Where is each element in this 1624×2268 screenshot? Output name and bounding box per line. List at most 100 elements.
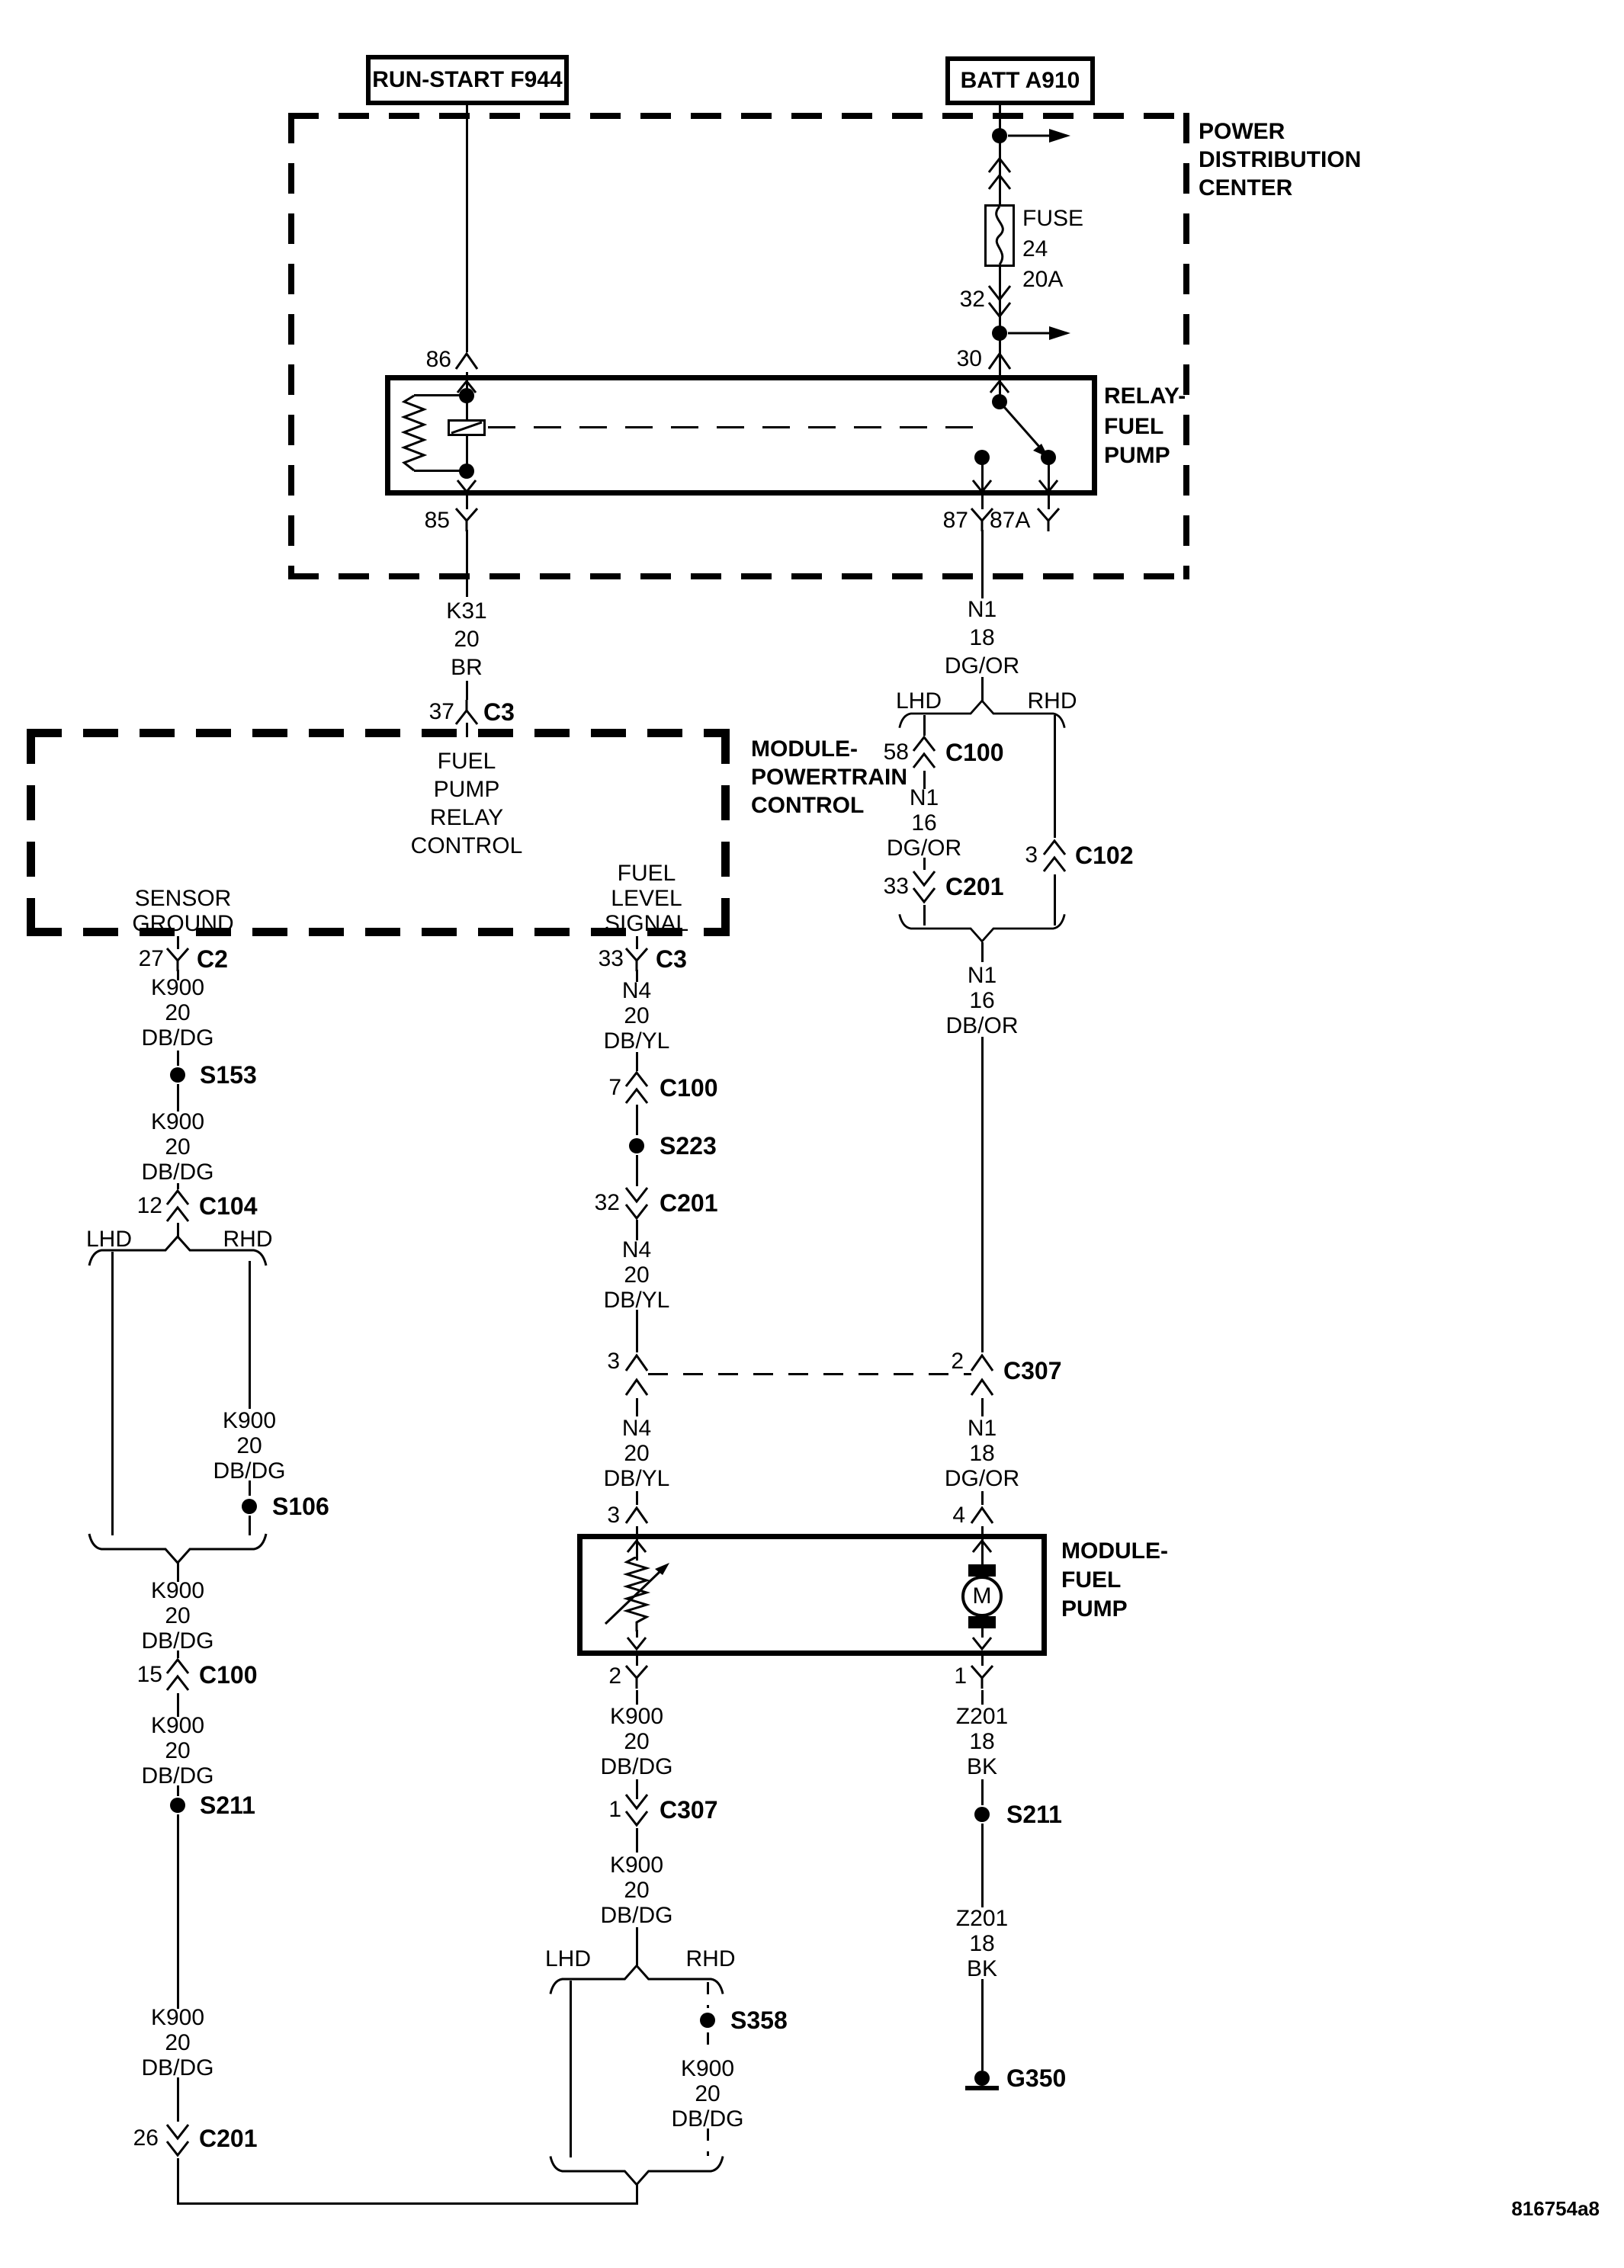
wire-segment: [111, 1252, 114, 1535]
motor-brush-icon: [968, 1564, 996, 1577]
connector-chevron-up-icon: [623, 1377, 650, 1398]
wire-label: 20: [165, 1603, 191, 1628]
mpc-function-label: FUEL: [437, 749, 496, 774]
coil-junction-dot: [459, 388, 474, 403]
pin-number: 85: [424, 508, 450, 533]
mpc-box-left: [27, 729, 35, 936]
batt-feed-label: BATT A910: [960, 68, 1080, 93]
pin-number: 30: [956, 346, 982, 371]
splice-dot: [629, 1138, 644, 1153]
wire-segment: [177, 2077, 179, 2122]
fuel-level-sender-icon: [604, 1557, 669, 1631]
wire-segment: [249, 1480, 251, 1496]
motor-brush-icon: [968, 1616, 996, 1628]
pin-chevron-up-icon: [623, 1505, 650, 1526]
pin-chevron-y-icon: [968, 1663, 996, 1690]
connector-name: C100: [199, 1661, 258, 1689]
relay-title-line: FUEL: [1104, 414, 1164, 439]
wire-segment: [466, 372, 468, 377]
wire-segment: [1054, 715, 1056, 838]
wire-segment: [981, 1979, 984, 2071]
wire-segment: [636, 1539, 638, 1561]
connector-chevron-up-icon: [968, 1352, 996, 1374]
wire-label: DB/OR: [945, 1013, 1019, 1038]
pdc-box-left: [288, 113, 294, 579]
wire-segment: [981, 1491, 984, 1505]
connector-boundary-dashed-line: [648, 1373, 971, 1375]
mpc-function-label: GROUND: [132, 911, 234, 936]
mpc-function-label: PUMP: [433, 777, 500, 802]
wire-segment: [636, 970, 638, 982]
sheet-code: 816754a8: [1511, 2197, 1600, 2220]
wire-label: K900: [609, 1853, 664, 1878]
wire-segment: [1048, 496, 1050, 509]
wire-segment: [177, 1650, 179, 1658]
fuse-element-icon: [995, 207, 1004, 265]
wire-label: N1: [967, 1416, 997, 1441]
splice-dot: [700, 2013, 715, 2028]
pdc-title-line: POWER: [1199, 119, 1285, 144]
wire-label: 20: [695, 2081, 721, 2106]
run-start-feed-box: RUN-START F944: [366, 55, 569, 105]
splice-name: S211: [1006, 1801, 1062, 1828]
wire-label: N1: [909, 785, 939, 810]
pin-number: 12: [136, 1193, 162, 1218]
pin-number: 58: [883, 739, 909, 765]
splice-name: S358: [730, 2007, 788, 2034]
wire-label: Z201: [955, 1704, 1009, 1729]
wire-segment: [636, 1310, 638, 1352]
splice-name: S106: [272, 1493, 329, 1520]
ground-name: G350: [1006, 2064, 1067, 2092]
wire-label: 20: [624, 1003, 650, 1028]
split-brace-icon: [86, 1233, 269, 1267]
wire-segment: [981, 1037, 984, 1352]
split-brace-icon: [897, 697, 1067, 730]
wire-label: K900: [150, 1578, 205, 1603]
wire-segment: [466, 496, 468, 509]
wire-label: N1: [967, 963, 997, 988]
wire-label: 20: [236, 1433, 262, 1458]
mpc-function-label: SENSOR: [134, 886, 232, 911]
wire-label: DB/DG: [600, 1903, 673, 1928]
merge-brace-icon: [897, 912, 1067, 945]
wire-segment: [999, 267, 1001, 377]
connector-name: C201: [945, 873, 1004, 900]
wire-label: 20: [624, 1262, 650, 1288]
wire-label: DB/YL: [603, 1028, 670, 1054]
pin-number: 37: [428, 699, 454, 724]
pin-arrowhead-down-icon: [970, 479, 994, 494]
wire-label: DB/YL: [603, 1466, 670, 1491]
wire-segment: [570, 1981, 572, 2157]
pin-number: 3: [607, 1349, 620, 1374]
variant-label: LHD: [895, 688, 942, 714]
wire-label: 20: [624, 1729, 650, 1754]
wire-segment: [636, 1052, 638, 1071]
connector-name: C102: [1075, 842, 1134, 869]
coil-slash-icon: [451, 422, 483, 434]
pin-number: 32: [594, 1190, 620, 1215]
wire-segment: [981, 1690, 984, 1705]
connector-name: C100: [660, 1074, 718, 1102]
pin-chevron-y-icon: [623, 1663, 650, 1690]
wire-segment: [414, 470, 467, 472]
wire-label: DB/DG: [671, 2106, 744, 2132]
connector-chevron-up-icon: [623, 1352, 650, 1374]
pump-motor-symbol: M: [961, 1576, 1003, 1617]
wire-segment: [981, 1779, 984, 1805]
wire-label: DB/DG: [141, 2055, 214, 2080]
pump-title-line: PUMP: [1061, 1596, 1128, 1622]
pin-number: 1: [608, 1797, 621, 1822]
splice-name: S153: [200, 1061, 257, 1089]
variant-label: RHD: [223, 1227, 273, 1252]
wire-segment: [981, 496, 984, 509]
connector-chevron-up-icon: [986, 156, 1013, 192]
variant-label: RHD: [685, 1946, 736, 1971]
wire-label: K900: [609, 1704, 664, 1729]
wire-label: DB/DG: [141, 1025, 214, 1051]
wire-label: K900: [150, 2005, 205, 2030]
pin-number: 2: [951, 1349, 964, 1374]
connector-chevron-down-icon: [986, 283, 1013, 319]
pdc-title-line: DISTRIBUTION: [1199, 147, 1362, 172]
wire-label: N4: [621, 1237, 652, 1262]
mpc-title-line: POWERTRAIN: [751, 765, 907, 790]
